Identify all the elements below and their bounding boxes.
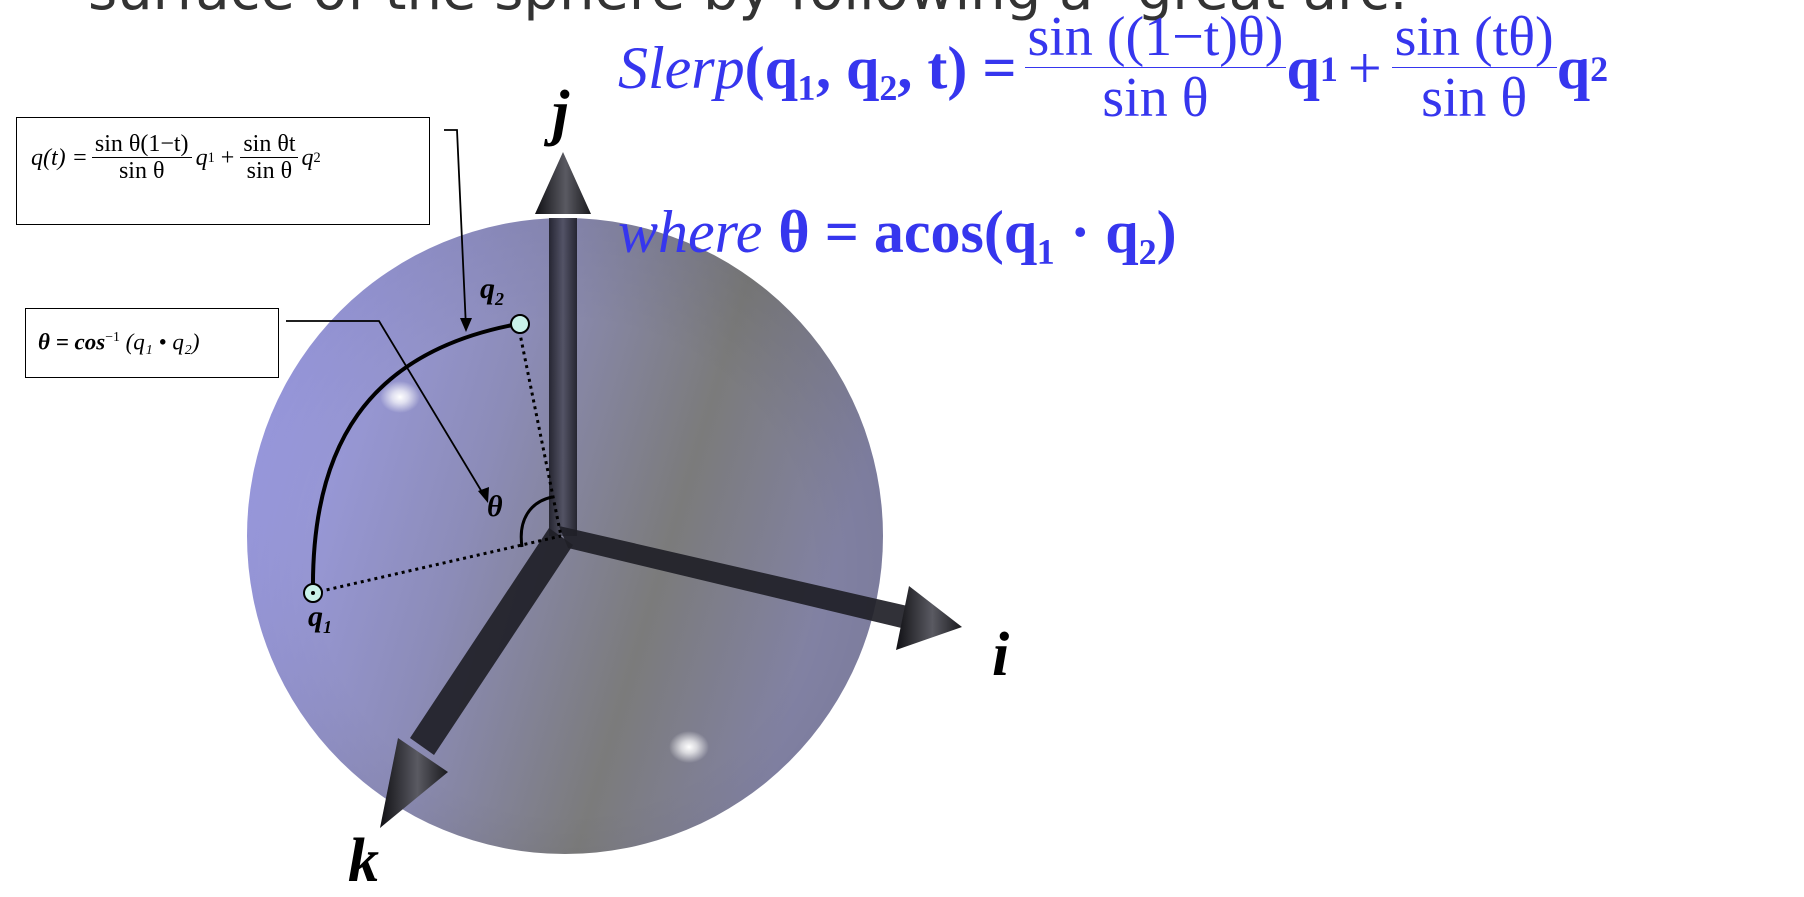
top-text: surface of the sphere by following a "gr… — [88, 0, 1433, 23]
callout-arrow-qt — [460, 318, 472, 332]
slerp-frac1-num: sin ((1−t)θ) — [1024, 8, 1287, 68]
theta-sup: −1 — [105, 329, 120, 344]
great-arc — [310, 322, 519, 594]
label-q1: q1 — [308, 600, 332, 638]
radius-q1 — [312, 534, 562, 595]
slerp-sub1: 1 — [1319, 48, 1338, 89]
qt-frac1-den: sin θ — [118, 158, 165, 185]
qt-var1: q — [195, 144, 208, 171]
theta-lhs: θ = cos — [38, 329, 106, 355]
theta-angle-arc — [519, 495, 553, 548]
slerp-frac2-num: sin (tθ) — [1391, 8, 1557, 68]
point-q1 — [303, 583, 323, 603]
radius-q2 — [516, 323, 563, 537]
axis-j-shaft — [549, 218, 577, 536]
qt-plus: + — [220, 144, 235, 171]
axis-label-k: k — [348, 827, 379, 895]
where-word: where — [618, 199, 763, 265]
formula-box-theta: θ = cos−1 (q₁ • q₂) — [25, 308, 279, 378]
slerp-fraction-2: sin (tθ) sin θ — [1391, 8, 1557, 129]
label-q2-var: q — [480, 272, 495, 305]
slerp-plus: + — [1347, 35, 1382, 102]
qt-sub1: 1 — [207, 149, 215, 166]
callout-line-qt — [444, 129, 467, 329]
slerp-sub2: 2 — [1590, 48, 1609, 89]
label-theta: θ — [487, 490, 503, 523]
slerp-frac2-den: sin θ — [1421, 66, 1528, 129]
slerp-frac1-den: sin θ — [1102, 66, 1209, 129]
slerp-args: (q₁, q₂, t) = — [744, 35, 1017, 102]
theta-arg: (q₁ • q₂) — [125, 329, 200, 355]
callout-arrow-theta — [478, 487, 489, 503]
label-q1-sub: 1 — [323, 617, 332, 637]
axis-k-arrowhead — [380, 738, 448, 828]
slerp-fraction-1: sin ((1−t)θ) sin θ — [1024, 8, 1287, 129]
slerp-equation: Slerp (q₁, q₂, t) = sin ((1−t)θ) sin θ q… — [618, 8, 1608, 129]
label-q1-var: q — [308, 600, 323, 633]
slerp-q1: q — [1286, 35, 1320, 102]
axis-i-shaft — [559, 526, 925, 632]
label-q2-sub: 2 — [495, 289, 504, 309]
qt-frac2-num: sin θt — [240, 131, 299, 159]
qt-fraction-2: sin θt sin θ — [240, 131, 299, 185]
qt-fraction-1: sin θ(1−t) sin θ — [91, 131, 192, 185]
axis-j-arrowhead — [535, 152, 591, 214]
axis-j — [535, 152, 591, 536]
sphere-highlight-top — [380, 381, 420, 413]
axis-i — [559, 526, 962, 650]
callout-line-theta — [286, 320, 486, 498]
where-rhs: θ = acos(q₁ · q₂) — [778, 199, 1177, 265]
axis-k — [380, 528, 573, 828]
qt-var2: q — [301, 144, 314, 171]
where-equation: where θ = acos(q₁ · q₂) — [618, 198, 1177, 267]
qt-frac2-den: sin θ — [246, 158, 293, 185]
qt-frac1-num: sin θ(1−t) — [91, 131, 192, 159]
slerp-name: Slerp — [618, 35, 745, 102]
sphere-highlight-bottom — [669, 731, 709, 763]
qt-lhs: q(t) = — [31, 144, 88, 171]
slerp-q2: q — [1556, 35, 1591, 102]
axis-label-i: i — [992, 621, 1010, 689]
qt-sub2: 2 — [313, 149, 321, 166]
axis-i-arrowhead — [896, 586, 962, 650]
axis-label-j: j — [552, 79, 570, 147]
label-q2: q2 — [480, 272, 504, 310]
axis-k-shaft — [410, 528, 573, 755]
point-q2 — [510, 314, 530, 334]
